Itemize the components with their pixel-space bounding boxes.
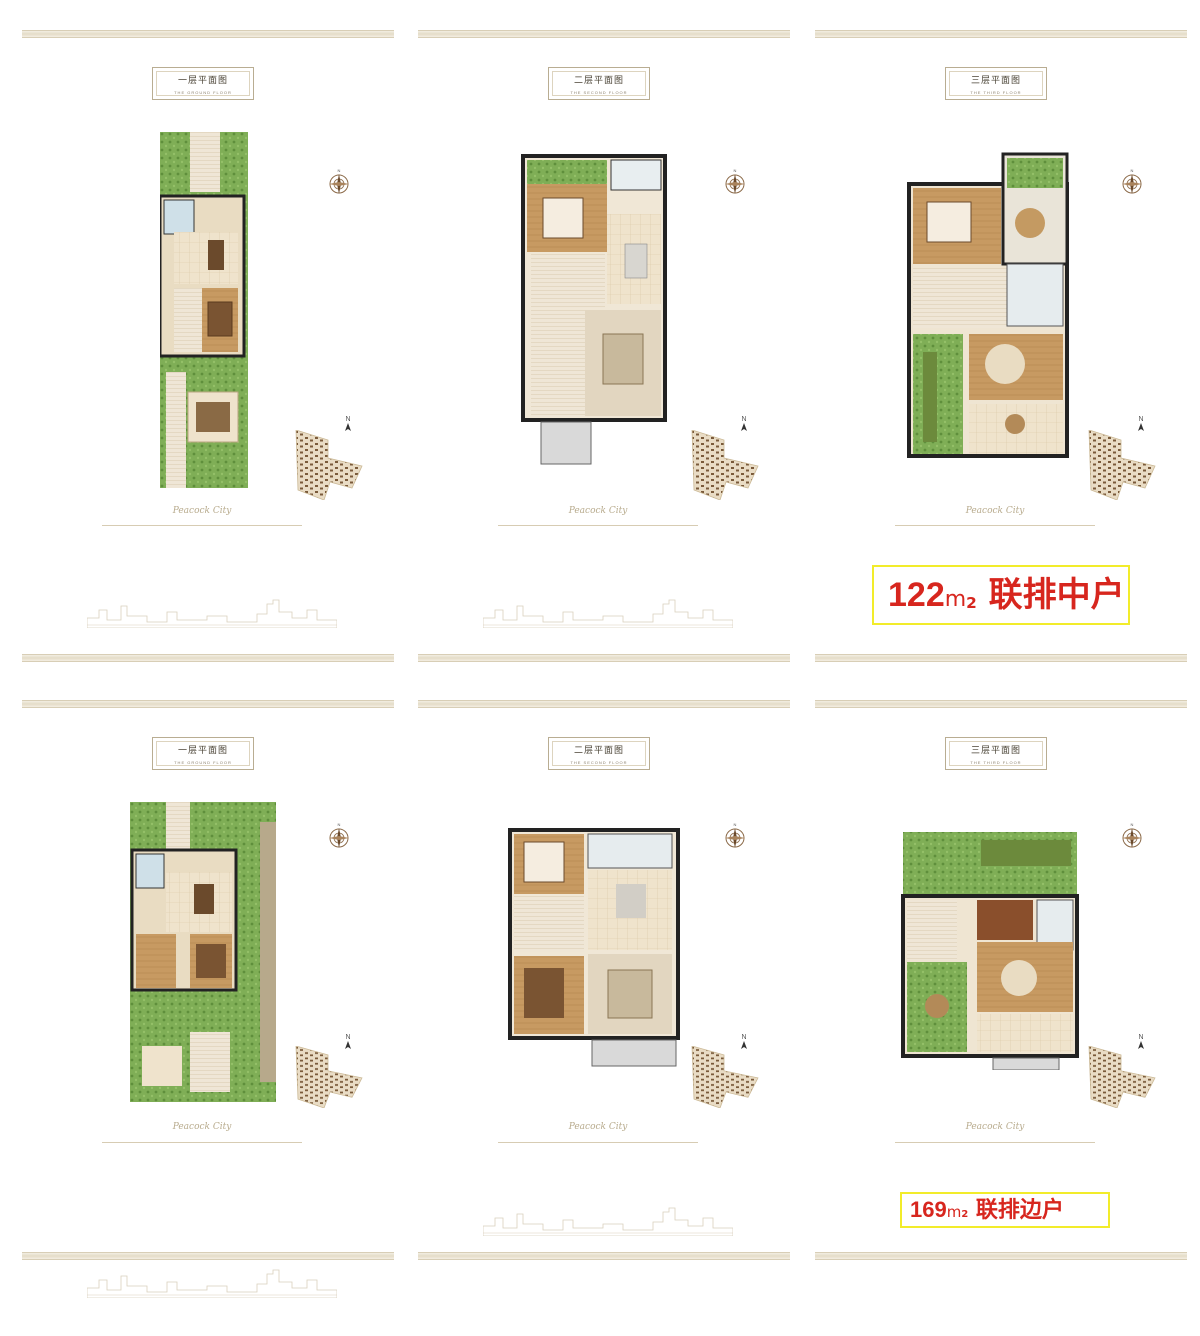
floor-plan-panel-5: 二层平面图 THE SECOND FLOOR N N Peacock City xyxy=(418,700,790,1336)
floor-subtitle: THE THIRD FLOOR xyxy=(970,760,1022,765)
floor-plan-panel-6: 三层平面图 THE THIRD FLOOR N N Peacock City xyxy=(815,700,1187,1336)
city-skyline-illustration xyxy=(86,1262,338,1299)
floor-title: 三层平面图 xyxy=(970,75,1021,85)
divider xyxy=(895,525,1095,526)
brand-script: Peacock City xyxy=(965,1122,1025,1132)
bottom-rule xyxy=(418,654,790,662)
area-unit-superscript: 2 xyxy=(961,1208,969,1220)
site-plan-thumbnail xyxy=(294,429,364,501)
bottom-rule xyxy=(418,1252,790,1260)
city-skyline-illustration xyxy=(482,1200,734,1237)
svg-text:N: N xyxy=(1131,168,1134,173)
svg-text:N: N xyxy=(1131,822,1134,827)
floor-plan-panel-4: 一层平面图 THE GROUND FLOOR N N Peacock City xyxy=(22,700,394,1336)
area-unit: m xyxy=(946,1203,962,1221)
floor-title: 一层平面图 xyxy=(177,745,228,755)
floor-title: 二层平面图 xyxy=(573,75,624,85)
floor-title: 二层平面图 xyxy=(573,745,624,755)
top-rule xyxy=(418,700,790,708)
north-label: N xyxy=(1138,416,1144,423)
unit-area-label-end: 169m2 联排边户 xyxy=(900,1192,1110,1228)
north-label: N xyxy=(1138,1034,1144,1041)
floor-title-box: 三层平面图 THE THIRD FLOOR xyxy=(945,737,1047,770)
brand-script: Peacock City xyxy=(172,1122,232,1132)
area-number: 169 xyxy=(910,1197,947,1222)
floor-plan-panel-1: 一层平面图 THE GROUND FLOOR N N Peacock City xyxy=(22,30,394,666)
floor-plan-panel-3: 三层平面图 THE THIRD FLOOR N N Peacock City xyxy=(815,30,1187,666)
unit-type: 联排边户 xyxy=(975,1198,1064,1223)
floor-plan-drawing xyxy=(130,802,276,1102)
north-arrow-icon: N xyxy=(1136,416,1146,434)
floor-plan-drawing xyxy=(521,154,667,466)
svg-text:N: N xyxy=(734,822,737,827)
compass-rose-icon: N xyxy=(328,168,350,198)
bottom-rule xyxy=(815,1252,1187,1260)
divider xyxy=(498,525,698,526)
floor-plan-drawing xyxy=(160,132,248,488)
floor-title: 三层平面图 xyxy=(970,745,1021,755)
area-unit: m xyxy=(944,587,967,612)
top-rule xyxy=(418,30,790,38)
floor-subtitle: THE GROUND FLOOR xyxy=(174,760,232,765)
north-arrow-icon: N xyxy=(739,1034,749,1052)
north-label: N xyxy=(345,416,351,423)
floor-subtitle: THE THIRD FLOOR xyxy=(970,90,1022,95)
svg-text:N: N xyxy=(338,168,341,173)
city-skyline-illustration xyxy=(86,592,338,629)
site-plan-thumbnail xyxy=(1087,1045,1157,1109)
north-label: N xyxy=(345,1034,351,1041)
north-arrow-icon: N xyxy=(739,416,749,434)
top-rule xyxy=(22,700,394,708)
unit-area-label-middle: 122m2 联排中户 xyxy=(872,565,1130,625)
divider xyxy=(895,1142,1095,1143)
site-plan-thumbnail xyxy=(294,1045,364,1109)
north-label: N xyxy=(741,1034,747,1041)
divider xyxy=(498,1142,698,1143)
compass-rose-icon: N xyxy=(1121,168,1143,198)
divider xyxy=(102,1142,302,1143)
floor-plan-drawing xyxy=(907,152,1069,458)
site-plan-thumbnail xyxy=(1087,429,1157,501)
north-arrow-icon: N xyxy=(1136,1034,1146,1052)
svg-text:N: N xyxy=(338,822,341,827)
floor-subtitle: THE SECOND FLOOR xyxy=(570,760,628,765)
floor-plan-panel-2: 二层平面图 THE SECOND FLOOR N N Peacock City xyxy=(418,30,790,666)
compass-rose-icon: N xyxy=(328,822,350,852)
floor-title-box: 三层平面图 THE THIRD FLOOR xyxy=(945,67,1047,100)
floor-plan-drawing xyxy=(508,828,680,1068)
north-arrow-icon: N xyxy=(343,1034,353,1052)
brand-script: Peacock City xyxy=(568,1122,628,1132)
bottom-rule xyxy=(815,654,1187,662)
floor-title-box: 二层平面图 THE SECOND FLOOR xyxy=(548,737,650,770)
site-plan-thumbnail xyxy=(690,1045,760,1109)
divider xyxy=(102,525,302,526)
top-rule xyxy=(815,700,1187,708)
svg-text:N: N xyxy=(734,168,737,173)
north-label: N xyxy=(741,416,747,423)
floor-title-box: 二层平面图 THE SECOND FLOOR xyxy=(548,67,650,100)
site-plan-thumbnail xyxy=(690,429,760,501)
brand-script: Peacock City xyxy=(172,506,232,516)
area-number: 122 xyxy=(888,576,945,614)
floor-title-box: 一层平面图 THE GROUND FLOOR xyxy=(152,737,254,770)
bottom-rule xyxy=(22,654,394,662)
floor-title-box: 一层平面图 THE GROUND FLOOR xyxy=(152,67,254,100)
north-arrow-icon: N xyxy=(343,416,353,434)
compass-rose-icon: N xyxy=(1121,822,1143,852)
floor-subtitle: THE SECOND FLOOR xyxy=(570,90,628,95)
compass-rose-icon: N xyxy=(724,822,746,852)
floor-subtitle: THE GROUND FLOOR xyxy=(174,90,232,95)
unit-type: 联排中户 xyxy=(988,575,1125,615)
top-rule xyxy=(815,30,1187,38)
compass-rose-icon: N xyxy=(724,168,746,198)
floor-title: 一层平面图 xyxy=(177,75,228,85)
floor-plan-drawing xyxy=(901,830,1079,1070)
top-rule xyxy=(22,30,394,38)
brand-script: Peacock City xyxy=(965,506,1025,516)
bottom-rule xyxy=(22,1252,394,1260)
area-unit-superscript: 2 xyxy=(966,593,977,612)
brand-script: Peacock City xyxy=(568,506,628,516)
city-skyline-illustration xyxy=(482,592,734,629)
